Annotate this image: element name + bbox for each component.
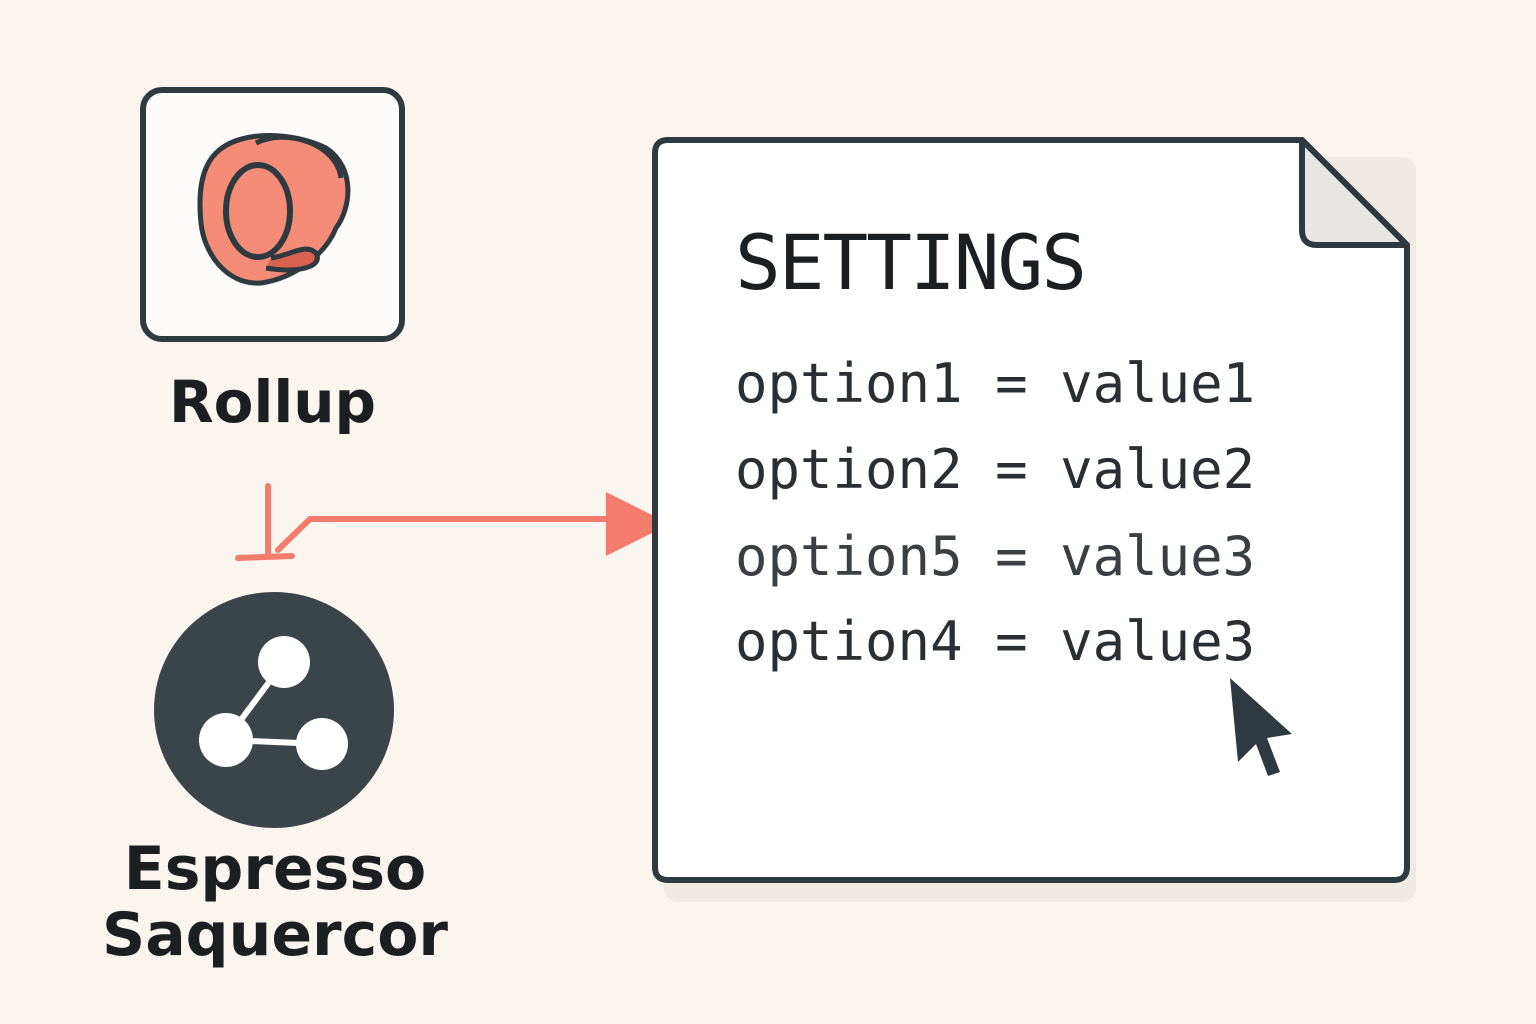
settings-option-row[interactable]: option1 = value1 — [735, 352, 1256, 415]
option-value: value3 — [1060, 610, 1256, 673]
share-network-icon — [199, 636, 348, 770]
option-key: option1 — [735, 352, 963, 415]
option-key: option4 — [735, 610, 963, 673]
option-value: value3 — [1060, 525, 1256, 588]
settings-option-row[interactable]: option2 = value2 — [735, 438, 1256, 501]
sequencer-label-line2: Saquercor — [101, 900, 449, 970]
option-value: value2 — [1060, 438, 1256, 501]
flow-arrow — [235, 483, 670, 561]
rollup-label: Rollup — [168, 368, 377, 436]
mouse-cursor-icon — [1230, 678, 1292, 776]
sequencer-label-line1: Espresso — [123, 834, 427, 904]
sequencer-node[interactable] — [154, 592, 394, 828]
folded-corner-icon — [1299, 137, 1410, 248]
option-key: option2 — [735, 438, 963, 501]
settings-option-row[interactable]: option4 = value3 — [735, 610, 1256, 673]
option-key: option5 — [735, 525, 963, 588]
settings-document — [652, 137, 1416, 902]
settings-option-row[interactable]: option5 = value3 — [735, 525, 1256, 588]
rollup-logo-icon — [197, 133, 351, 286]
rollup-card[interactable] — [140, 87, 405, 342]
arrowhead-icon — [606, 492, 670, 556]
sequencer-label: Espresso Saquercor — [80, 836, 470, 968]
option-value: value1 — [1060, 352, 1256, 415]
settings-title: SETTINGS — [735, 218, 1087, 307]
